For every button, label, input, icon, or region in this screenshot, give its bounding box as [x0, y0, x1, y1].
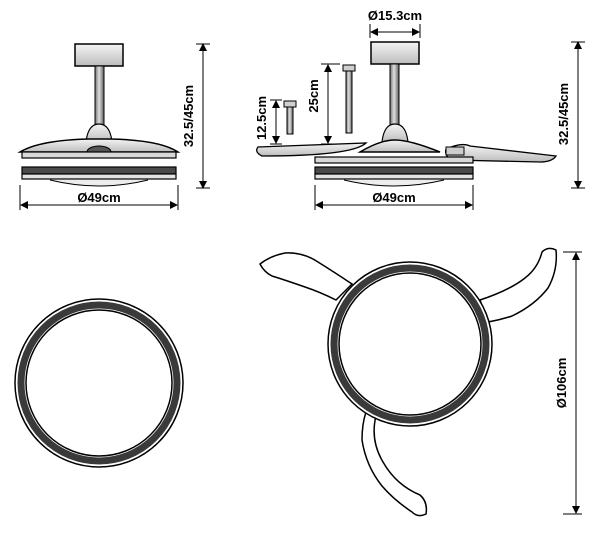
fan-band-top [314, 156, 474, 164]
span-label: Ø106cm [554, 358, 569, 409]
light-ring [21, 166, 177, 175]
blade-left [256, 142, 368, 157]
long-rod [345, 70, 353, 134]
short-rod-cap [283, 100, 297, 108]
height-label-left: 32.5/45cm [181, 85, 196, 147]
long-rod-label: 25cm [306, 79, 321, 112]
light-ring [330, 264, 490, 424]
canopy-label: Ø15.3cm [368, 8, 422, 23]
blade-right [479, 247, 558, 323]
light-ring [17, 301, 181, 465]
canopy [370, 41, 420, 65]
inner-diffuser [338, 272, 482, 416]
blade-tip-right [445, 146, 465, 156]
downrod [389, 63, 400, 127]
motor-cap [381, 123, 409, 143]
side-view-left: 32.5/45cm Ø49cm [17, 43, 210, 210]
fan-band-bottom [21, 173, 177, 180]
blade-upper-left [259, 252, 354, 301]
fan-top-housing [357, 139, 441, 153]
long-rod-cap [342, 64, 356, 72]
downrod [94, 65, 105, 127]
height-label-right: 32.5/45cm [556, 83, 571, 145]
short-rod [286, 106, 294, 135]
bottom-view-retracted [14, 298, 184, 468]
light-ring [314, 166, 474, 175]
inner-diffuser [25, 309, 173, 457]
diffuser [343, 179, 445, 187]
diffuser [49, 179, 149, 187]
motor-cap [85, 123, 113, 143]
side-view-right: Ø15.3cm 12.5cm 25cm 32.5/45cm [254, 8, 585, 210]
canopy [74, 43, 124, 67]
fan-band-top [21, 151, 177, 159]
width-label-left: Ø49cm [77, 190, 120, 205]
short-rod-label: 12.5cm [254, 96, 269, 140]
width-label-right: Ø49cm [372, 190, 415, 205]
top-view-extended: Ø106cm [259, 247, 582, 517]
blade-lower [361, 411, 428, 517]
fan-band-bottom [314, 173, 474, 180]
